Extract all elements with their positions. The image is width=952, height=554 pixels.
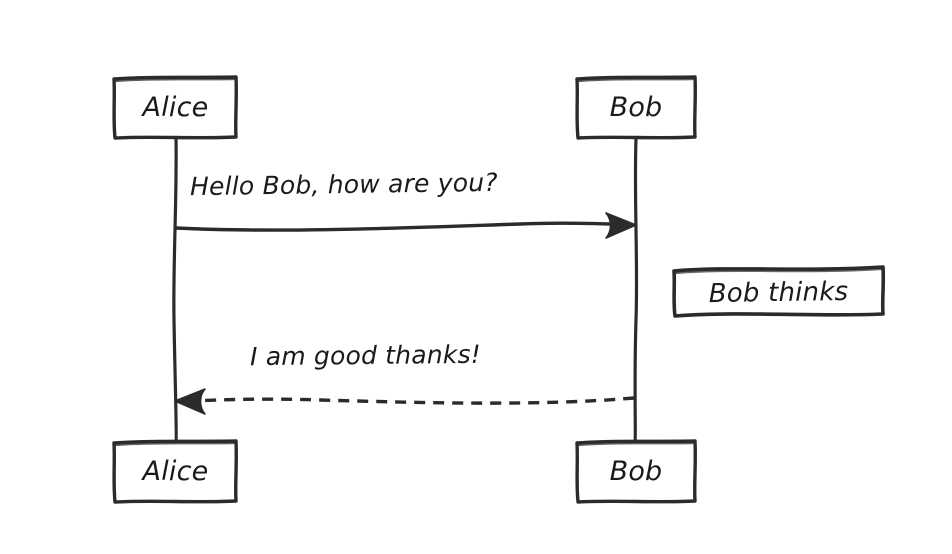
actor-box-alice-top[interactable] xyxy=(112,75,238,140)
lifeline-bob xyxy=(633,136,639,444)
actor-box-bob-top-sketch-stroke xyxy=(577,77,695,83)
actor-box-alice-top-sketch-stroke xyxy=(114,77,236,83)
message-arrow-1-line xyxy=(174,221,634,232)
lifeline-alice xyxy=(172,136,178,444)
actor-label-bob-top: Bob xyxy=(609,92,663,123)
message-label-2: I am good thanks! xyxy=(249,339,482,372)
actor-label-alice-top: Alice xyxy=(142,92,209,123)
message-arrow-1[interactable] xyxy=(174,212,637,239)
actor-box-alice-top-outline xyxy=(112,75,238,140)
note-label-bob-thinks: Bob thinks xyxy=(708,276,849,310)
actor-box-alice-bottom[interactable] xyxy=(112,439,238,504)
note-box-bob-thinks-outline xyxy=(672,265,886,318)
actor-box-bob-bottom[interactable] xyxy=(575,439,697,504)
actor-box-bob-top-outline xyxy=(575,75,697,140)
note-box-bob-thinks-sketch-stroke xyxy=(674,267,883,275)
message-label-1: Hello Bob, how are you? xyxy=(189,167,498,202)
actor-box-alice-bottom-sketch-stroke xyxy=(114,441,236,447)
actor-box-bob-top[interactable] xyxy=(575,75,697,140)
note-box-bob-thinks[interactable] xyxy=(672,265,886,318)
message-arrow-2[interactable] xyxy=(174,388,635,415)
actor-label-bob-bottom: Bob xyxy=(609,456,663,487)
actor-label-alice-bottom: Alice xyxy=(142,456,209,487)
message-arrow-2-line xyxy=(191,396,635,405)
actor-box-bob-bottom-outline xyxy=(575,439,697,504)
actor-box-alice-bottom-outline xyxy=(112,439,238,504)
message-arrow-2-head xyxy=(174,388,206,415)
message-arrow-1-head xyxy=(605,212,637,239)
actor-box-bob-bottom-sketch-stroke xyxy=(577,441,695,447)
